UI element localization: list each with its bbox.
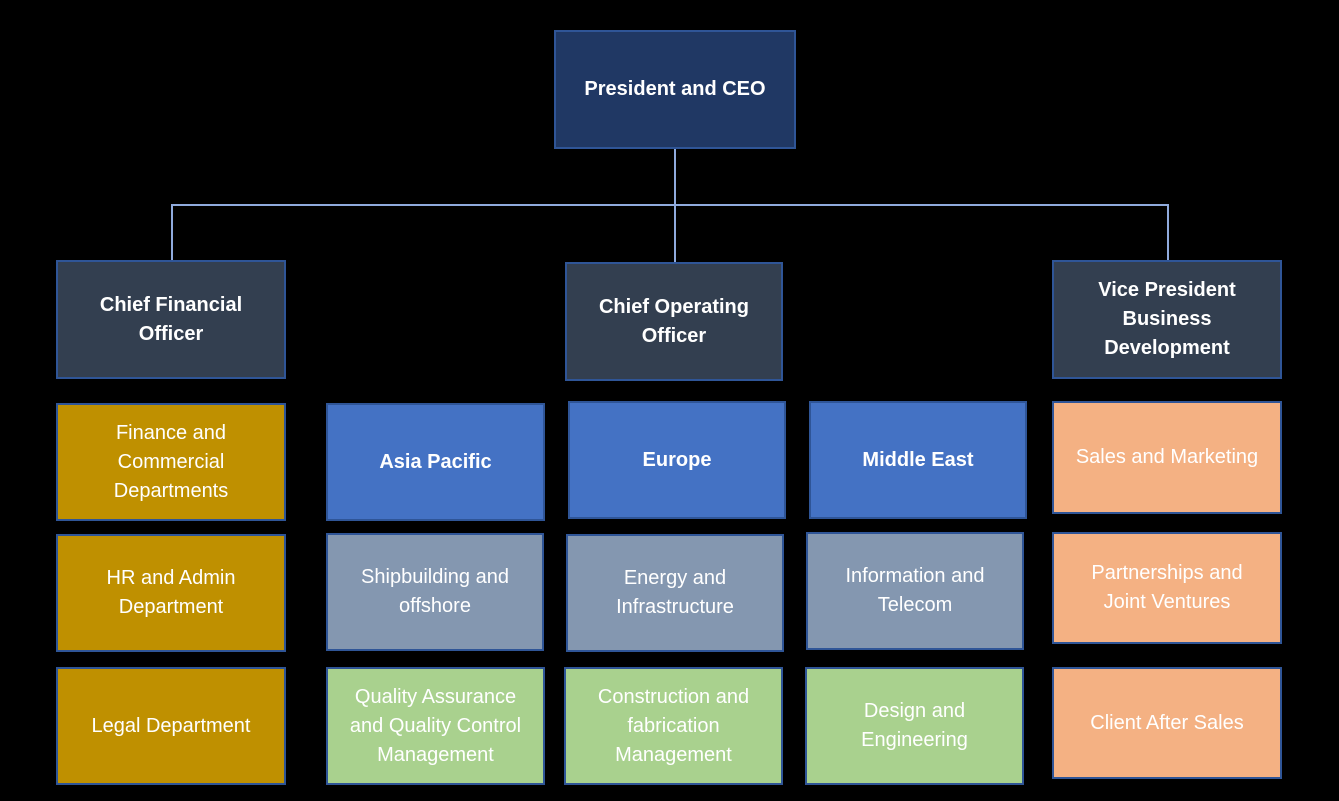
vp-dept-label: Sales and Marketing — [1075, 446, 1259, 468]
cfo-box: Chief Financial Officer — [56, 260, 286, 379]
coo-title: Chief Operating Officer — [598, 295, 749, 347]
unit-design: Design and Engineering — [805, 667, 1024, 785]
unit-label: Design and Engineering — [861, 700, 968, 751]
ceo-title: President and CEO — [584, 78, 766, 100]
vp-title: Vice President Business Development — [1098, 279, 1236, 359]
region-label: Asia Pacific — [379, 450, 492, 473]
connector-ceo-down — [674, 148, 676, 205]
unit-label: Shipbuilding and offshore — [361, 566, 509, 617]
unit-label: Information and Telecom — [845, 565, 985, 616]
cfo-dept-label: HR and Admin Department — [106, 567, 236, 618]
coo-box: Chief Operating Officer — [565, 262, 783, 381]
region-europe: Europe — [568, 401, 786, 519]
connector-coo — [674, 204, 676, 264]
connector-horizontal — [171, 204, 1169, 206]
cfo-dept-label: Finance and Commercial Departments — [113, 421, 229, 502]
region-middle-east: Middle East — [809, 401, 1027, 519]
region-asia-pacific: Asia Pacific — [326, 403, 545, 521]
vp-dept-label: Client After Sales — [1090, 711, 1244, 734]
vp-dept-after-sales: Client After Sales — [1052, 667, 1282, 779]
unit-label: Construction and fabrication Management — [597, 685, 750, 766]
vp-dept-label: Partnerships and Joint Ventures — [1091, 562, 1243, 613]
connector-cfo — [171, 204, 173, 262]
cfo-dept-hr: HR and Admin Department — [56, 534, 286, 652]
vp-box: Vice President Business Development — [1052, 260, 1282, 379]
vp-dept-sales: Sales and Marketing — [1052, 401, 1282, 514]
unit-qa-qc: Quality Assurance and Quality Control Ma… — [326, 667, 545, 785]
unit-shipbuilding: Shipbuilding and offshore — [326, 533, 544, 651]
region-label: Middle East — [862, 448, 974, 471]
unit-label: Energy and Infrastructure — [616, 567, 734, 618]
connector-vp — [1167, 204, 1169, 262]
cfo-dept-legal: Legal Department — [56, 667, 286, 785]
unit-label: Quality Assurance and Quality Control Ma… — [349, 685, 522, 766]
region-label: Europe — [642, 448, 712, 471]
unit-energy: Energy and Infrastructure — [566, 534, 784, 652]
cfo-title: Chief Financial Officer — [99, 293, 243, 345]
cfo-dept-label: Legal Department — [91, 714, 251, 737]
unit-construction: Construction and fabrication Management — [564, 667, 783, 785]
unit-telecom: Information and Telecom — [806, 532, 1024, 650]
ceo-box: President and CEO — [554, 30, 796, 149]
vp-dept-partnerships: Partnerships and Joint Ventures — [1052, 532, 1282, 644]
cfo-dept-finance: Finance and Commercial Departments — [56, 403, 286, 521]
